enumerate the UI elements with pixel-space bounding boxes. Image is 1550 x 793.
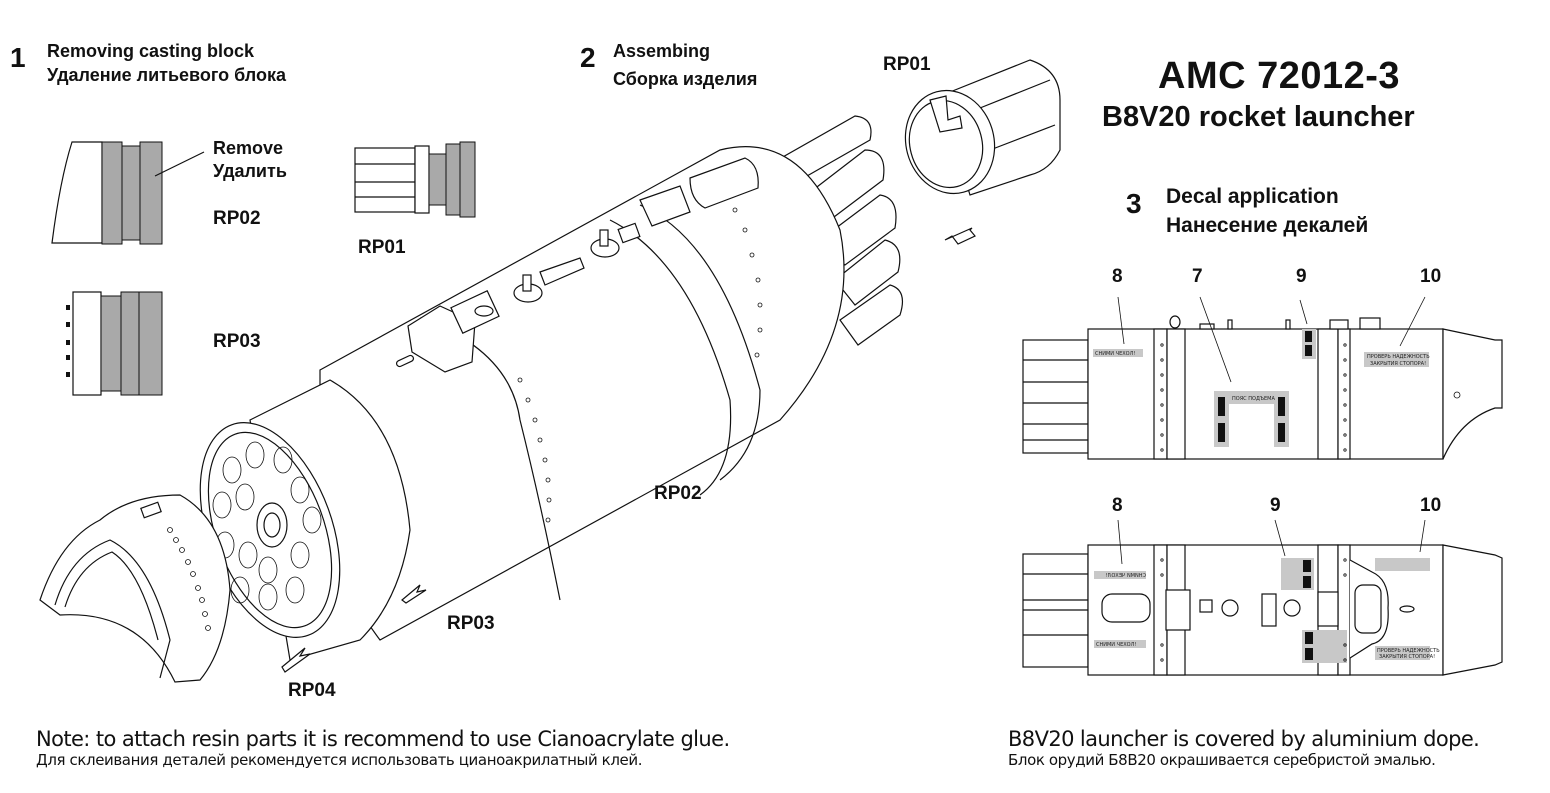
arrow-icon	[401, 584, 427, 604]
decal-rivets	[1160, 343, 1461, 452]
step2-label-rp01: RP01	[883, 54, 931, 75]
arrow-icon	[944, 227, 976, 245]
stencil-remove-cover-bottom-text: СНИМИ ЧЕХОЛ!	[1096, 642, 1136, 648]
step-3-number: 3	[1126, 188, 1142, 219]
step-2-assembly-drawing	[39, 59, 1061, 683]
stencil-remove-cover-mirrored	[1094, 571, 1146, 579]
bottom-callout-9: 9	[1270, 495, 1281, 516]
rivet-row	[517, 207, 763, 523]
rp02-casting-drawing	[51, 141, 205, 245]
rp03-front-section	[199, 379, 411, 661]
fairing-holes	[167, 527, 211, 631]
top-callout-7: 7	[1192, 266, 1203, 287]
paint-note-ru: Блок орудий Б8В20 окрашивается серебрист…	[1008, 751, 1436, 769]
stencil-check-lock-line2: ЗАКРЫТИЯ СТОПОРА!	[1370, 361, 1426, 367]
arrow-icon	[281, 647, 311, 673]
step-1-number: 1	[10, 42, 26, 73]
stencil-remove-cover	[1093, 349, 1143, 357]
stencil-check-lock-bottom-line1: ПРОВЕРЬ НАДЕЖНОСТЬ	[1377, 648, 1440, 654]
step-1-title-en: Removing casting block	[47, 41, 255, 61]
rp01-casting-drawing	[354, 141, 476, 218]
top-callout-8: 8	[1112, 266, 1123, 287]
stencil-check-lock-bottom-line2: ЗАКРЫТИЯ СТОПОРА!	[1379, 654, 1435, 660]
rp01-rear-cap	[904, 59, 1061, 196]
decal-view-side: СНИМИ ЧЕХОЛ! ПОЯС ПОДЪЕМА ПРОВЕРЬ НАДЕЖН…	[1022, 296, 1503, 460]
bottom-callout-8: 8	[1112, 495, 1123, 516]
top-callout-10: 10	[1420, 266, 1442, 287]
rp04-nose-fairing	[39, 494, 231, 683]
step-2-title-en: Assembing	[613, 41, 711, 61]
remove-label-ru: Удалить	[213, 161, 287, 181]
step2-label-rp04: RP04	[288, 680, 336, 701]
paint-note-en: B8V20 launcher is covered by aluminium d…	[1008, 727, 1480, 751]
stencil-remove-cover-text: СНИМИ ЧЕХОЛ!	[1095, 351, 1135, 357]
step1-label-rp02: RP02	[213, 208, 261, 229]
step-1-title-ru: Удаление литьевого блока	[47, 65, 287, 85]
step-2-title-ru: Сборка изделия	[613, 69, 758, 89]
bottom-callout-10: 10	[1420, 495, 1442, 516]
product-name-title: B8V20 rocket launcher	[1102, 101, 1415, 133]
step2-label-rp03: RP03	[447, 613, 495, 634]
stencil-check-lock	[1364, 352, 1429, 367]
glue-note-ru: Для склеивания деталей рекомендуется исп…	[36, 751, 643, 769]
step-3-title-en: Decal application	[1166, 185, 1339, 208]
stencil-remove-cover-mirrored-text: СНИМИ ЧЕХОЛ!	[1106, 573, 1146, 579]
top-callout-9: 9	[1296, 266, 1307, 287]
stencil-remove-cover-bottom	[1094, 640, 1146, 648]
stencil-lifting-belt-text: ПОЯС ПОДЪЕМА	[1232, 396, 1275, 402]
assembly-arrows	[281, 227, 976, 673]
remove-label-en: Remove	[213, 138, 284, 158]
stencil-check-lock-bottom	[1375, 646, 1430, 660]
step2-label-rp02: RP02	[654, 483, 702, 504]
step1-label-rp03: RP03	[213, 331, 261, 352]
step1-label-rp01: RP01	[358, 237, 406, 258]
glue-note-en: Note: to attach resin parts it is recomm…	[36, 727, 730, 751]
rp03-casting-drawing	[66, 291, 163, 396]
stencil-check-lock-line1: ПРОВЕРЬ НАДЕЖНОСТЬ	[1367, 354, 1430, 360]
stencil-check-lock-mirrored	[1375, 558, 1430, 571]
product-code-title: AMC 72012-3	[1158, 55, 1401, 97]
step-3-title-ru: Нанесение декалей	[1166, 214, 1369, 237]
decal-rivets-bottom	[1160, 558, 1347, 662]
decal-view-bottom: СНИМИ ЧЕХОЛ! СНИМИ ЧЕХОЛ! ПРОВЕРЬ НАДЕЖН…	[1022, 519, 1503, 676]
step-2-number: 2	[580, 42, 596, 73]
step-1-drawings	[51, 141, 476, 396]
